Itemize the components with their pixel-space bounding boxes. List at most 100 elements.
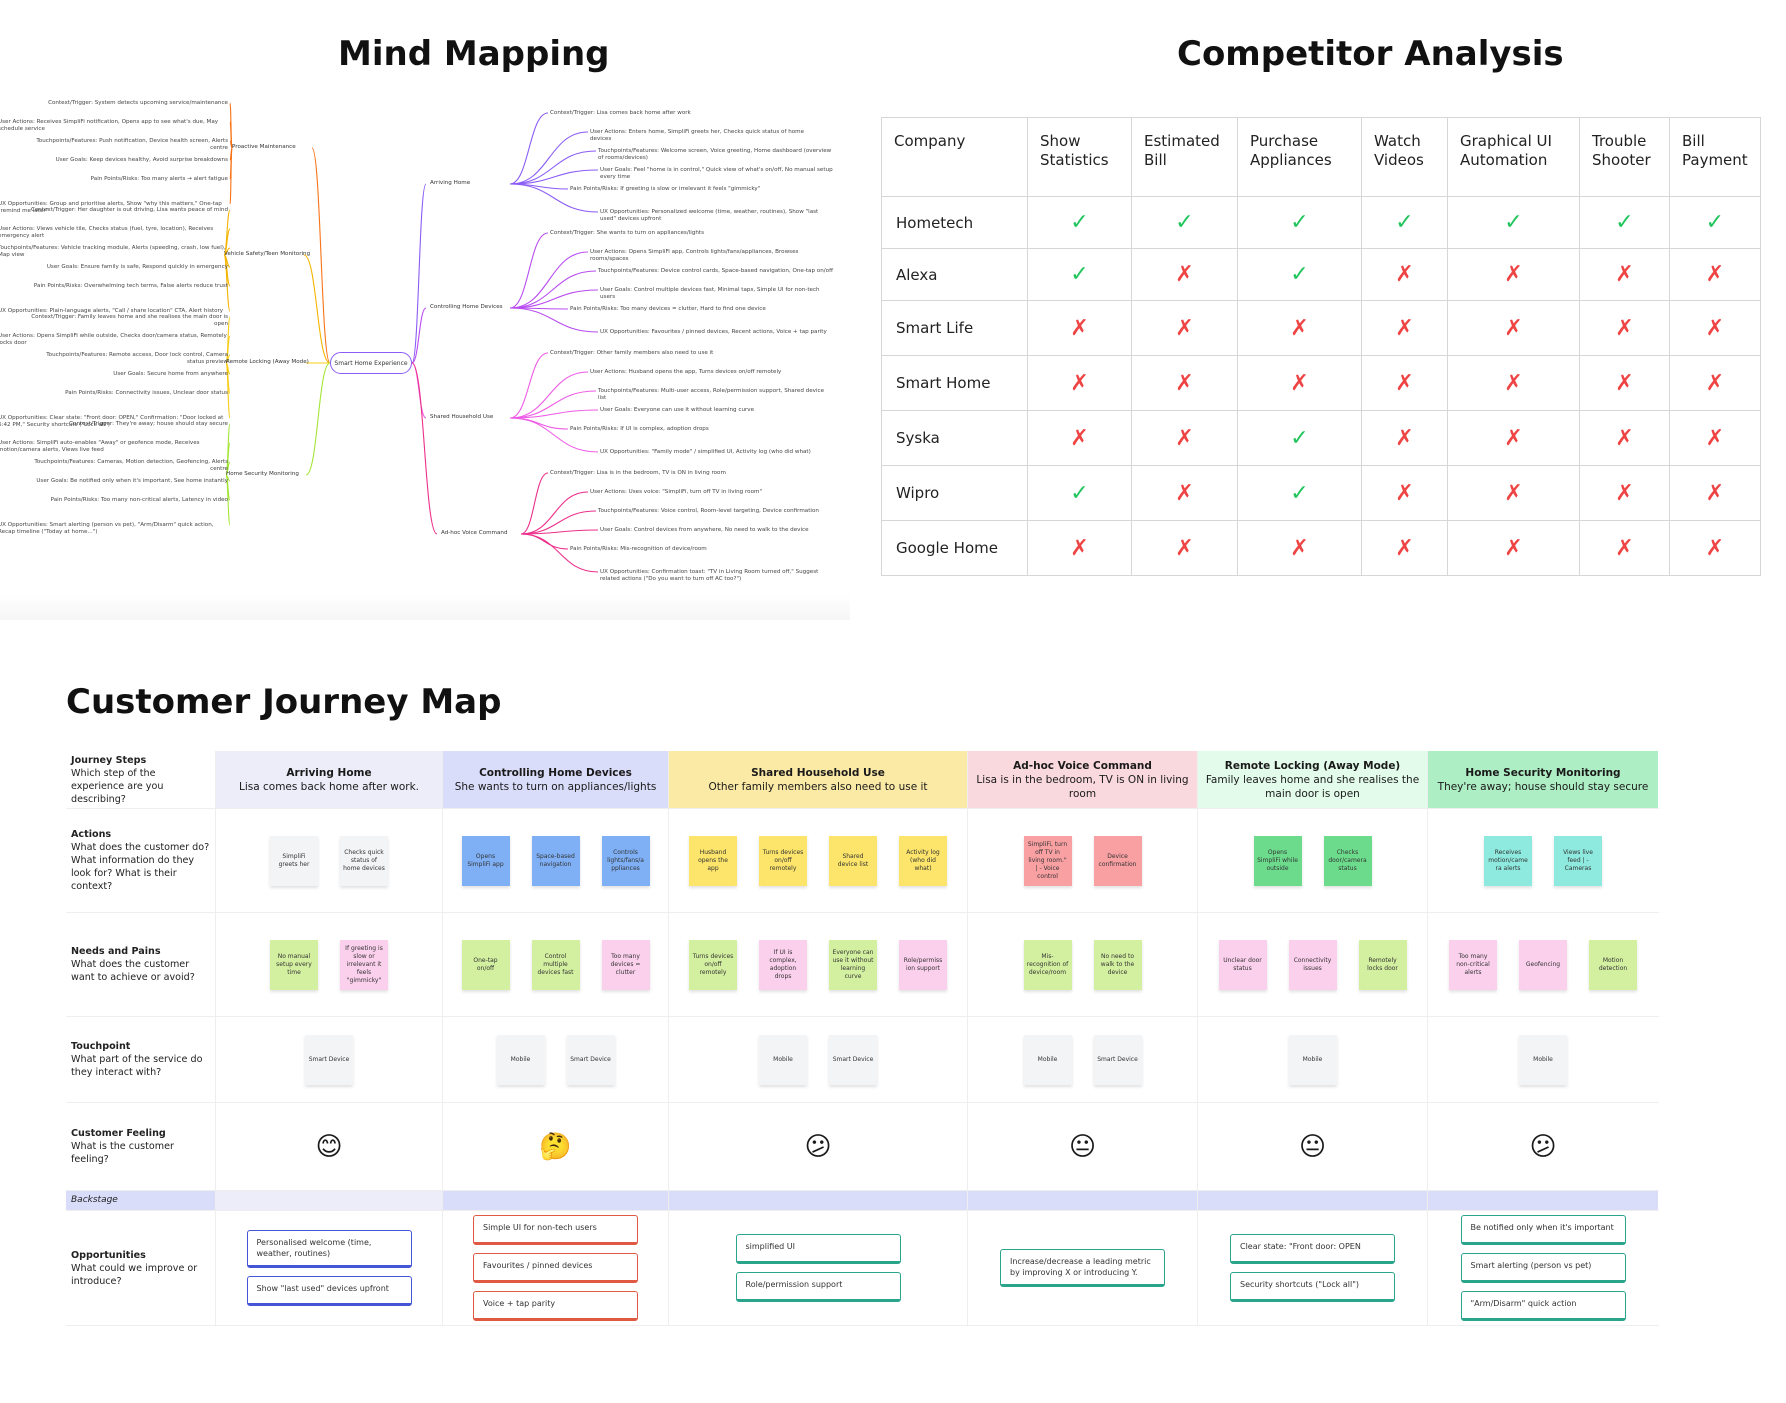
need-sticky-note[interactable]: Control multiple devices fast bbox=[531, 939, 580, 990]
mind-map-leaf-line bbox=[509, 251, 589, 309]
mind-map-branch-node[interactable]: Vehicle Safety/Teen Monitoring bbox=[224, 251, 311, 257]
need-sticky-note[interactable]: Unclear door status bbox=[1218, 939, 1267, 990]
stage-cell: 😕 bbox=[668, 1103, 967, 1190]
need-sticky-note[interactable]: Too many non-critical alerts bbox=[1449, 939, 1497, 990]
stage-header[interactable]: Remote Locking (Away Mode)Family leaves … bbox=[1198, 755, 1427, 805]
action-sticky-note[interactable]: Activity log (who did what) bbox=[899, 835, 947, 886]
need-sticky-note[interactable]: Connectivity issues bbox=[1288, 939, 1337, 990]
cross-icon: ✗ bbox=[1175, 425, 1194, 451]
action-sticky-note[interactable]: Checks quick status of home devices bbox=[340, 835, 388, 886]
cross-icon: ✗ bbox=[1705, 535, 1725, 561]
mind-map-branch-node[interactable]: Arriving Home bbox=[430, 180, 471, 186]
opportunity-card[interactable]: "Arm/Disarm" quick action bbox=[1460, 1291, 1626, 1321]
need-sticky-note[interactable]: Role/permiss ion support bbox=[899, 939, 947, 990]
opportunity-card[interactable]: simplified UI bbox=[735, 1234, 901, 1264]
touchpoint-sticky-note[interactable]: Mobile bbox=[1023, 1034, 1072, 1085]
company-name: Smart Life bbox=[881, 300, 1028, 356]
touchpoint-sticky-note[interactable]: Smart Device bbox=[829, 1034, 877, 1085]
column-header[interactable]: Company bbox=[881, 117, 1028, 197]
need-sticky-note[interactable]: Mis-recognition of device/room bbox=[1023, 939, 1072, 990]
opportunity-card[interactable]: Personalised welcome (time, weather, rou… bbox=[246, 1230, 412, 1268]
row-label-title: Customer Feeling bbox=[71, 1128, 166, 1139]
cross-icon: ✗ bbox=[1615, 262, 1634, 287]
action-sticky-note[interactable]: Views live feed | - Cameras bbox=[1554, 835, 1602, 886]
feature-cell: ✗ bbox=[1027, 355, 1132, 411]
need-sticky-note[interactable]: Remotely locks door bbox=[1358, 939, 1407, 990]
need-sticky-note[interactable]: Motion detection bbox=[1589, 939, 1637, 990]
mind-map-branch-node[interactable]: Shared Household Use bbox=[430, 414, 494, 420]
touchpoint-sticky-note[interactable]: Smart Device bbox=[305, 1034, 353, 1085]
action-sticky-note[interactable]: Checks door/camera status bbox=[1323, 835, 1372, 886]
touchpoint-sticky-note[interactable]: Smart Device bbox=[566, 1034, 615, 1085]
mind-map-leaf: User Actions: Husband opens the app, Tur… bbox=[590, 369, 782, 375]
need-sticky-note[interactable]: One-tap on/off bbox=[461, 939, 510, 990]
opportunity-card[interactable]: Voice + tap parity bbox=[473, 1291, 638, 1321]
cross-icon: ✗ bbox=[1705, 262, 1725, 287]
need-sticky-note[interactable]: If UI is complex, adoption drops bbox=[759, 939, 807, 990]
touchpoint-sticky-note[interactable]: Mobile bbox=[759, 1034, 807, 1085]
action-sticky-note[interactable]: Space-based navigation bbox=[531, 835, 580, 886]
need-sticky-note[interactable]: Geofencing bbox=[1519, 939, 1567, 990]
action-sticky-note[interactable]: Opens SimpliFi while outside bbox=[1253, 835, 1302, 886]
opportunity-card[interactable]: Increase/decrease a leading metric by im… bbox=[1000, 1249, 1165, 1287]
action-sticky-note[interactable]: Husband opens the app bbox=[689, 835, 737, 886]
opportunity-card[interactable]: Be notified only when it's important bbox=[1460, 1215, 1626, 1245]
need-sticky-note[interactable]: Turns devices on/off remotely bbox=[689, 939, 737, 990]
touchpoint-sticky-note[interactable]: Mobile bbox=[1519, 1034, 1567, 1085]
opportunity-card[interactable]: Favourites / pinned devices bbox=[473, 1253, 638, 1283]
need-sticky-note[interactable]: No need to walk to the device bbox=[1093, 939, 1142, 990]
need-sticky-note[interactable]: Too many devices = clutter bbox=[601, 939, 650, 990]
action-sticky-note[interactable]: Controls lights/fans/a ppliances bbox=[601, 835, 650, 886]
need-sticky-note[interactable]: No manual setup every time bbox=[270, 939, 318, 990]
mind-map-branch-node[interactable]: Controlling Home Devices bbox=[430, 304, 503, 310]
action-sticky-note[interactable]: Turns devices on/off remotely bbox=[759, 835, 807, 886]
stage-title: Controlling Home Devices bbox=[479, 766, 632, 779]
mind-map-leaf: Pain Points/Risks: If UI is complex, ado… bbox=[570, 426, 709, 432]
feature-cell: ✗ bbox=[1579, 410, 1670, 466]
opportunity-card[interactable]: Simple UI for non-tech users bbox=[473, 1215, 638, 1245]
action-sticky-note[interactable]: SimpliFi, turn off TV in living room." |… bbox=[1023, 835, 1072, 886]
stage-cell bbox=[967, 1191, 1197, 1210]
opportunity-card[interactable]: Security shortcuts ("Lock all") bbox=[1230, 1272, 1395, 1302]
touchpoint-sticky-note[interactable]: Mobile bbox=[496, 1034, 545, 1085]
mind-map-branch-node[interactable]: Proactive Maintenance bbox=[232, 144, 296, 150]
need-sticky-note[interactable]: If greeting is slow or irrelevant it fee… bbox=[340, 939, 388, 990]
check-icon: ✓ bbox=[1290, 210, 1309, 235]
action-sticky-note[interactable]: Receives motion/came ra alerts bbox=[1484, 835, 1532, 886]
touchpoint-sticky-note[interactable]: Mobile bbox=[1288, 1034, 1337, 1085]
action-sticky-note[interactable]: SimpliFi greets her bbox=[270, 835, 318, 886]
opportunity-card[interactable]: Smart alerting (person vs pet) bbox=[1460, 1253, 1626, 1283]
need-sticky-note[interactable]: Everyone can use it without learning cur… bbox=[829, 939, 877, 990]
action-sticky-note[interactable]: Shared device list bbox=[829, 835, 877, 886]
feature-cell: ✗ bbox=[1131, 300, 1238, 356]
competitor-row: Google Home✗✗✗✗✗✗✗ bbox=[881, 520, 1761, 576]
mind-map-branch-node[interactable]: Remote Locking (Away Mode) bbox=[226, 359, 309, 365]
mind-map-branch-node[interactable]: Ad-hoc Voice Command bbox=[441, 530, 508, 536]
opportunity-card[interactable]: Clear state: "Front door: OPEN bbox=[1230, 1234, 1395, 1264]
opportunity-card[interactable]: Show "last used" devices upfront bbox=[246, 1276, 412, 1306]
company-name: Google Home bbox=[881, 520, 1028, 576]
stage-cell bbox=[1427, 1191, 1658, 1210]
stage-cell: 😐 bbox=[967, 1103, 1197, 1190]
mind-map-center-node[interactable]: Smart Home Experience bbox=[330, 352, 412, 374]
action-sticky-note[interactable]: Opens SimpliFi app bbox=[461, 835, 510, 886]
feature-cell: ✗ bbox=[1447, 300, 1580, 356]
feature-cell: ✓ bbox=[1027, 248, 1132, 301]
action-sticky-note[interactable]: Device confirmation bbox=[1093, 835, 1142, 886]
opportunity-card[interactable]: Role/permission support bbox=[735, 1272, 901, 1302]
mind-map-branch-node[interactable]: Home Security Monitoring bbox=[226, 471, 299, 477]
touchpoint-sticky-note[interactable]: Smart Device bbox=[1093, 1034, 1142, 1085]
